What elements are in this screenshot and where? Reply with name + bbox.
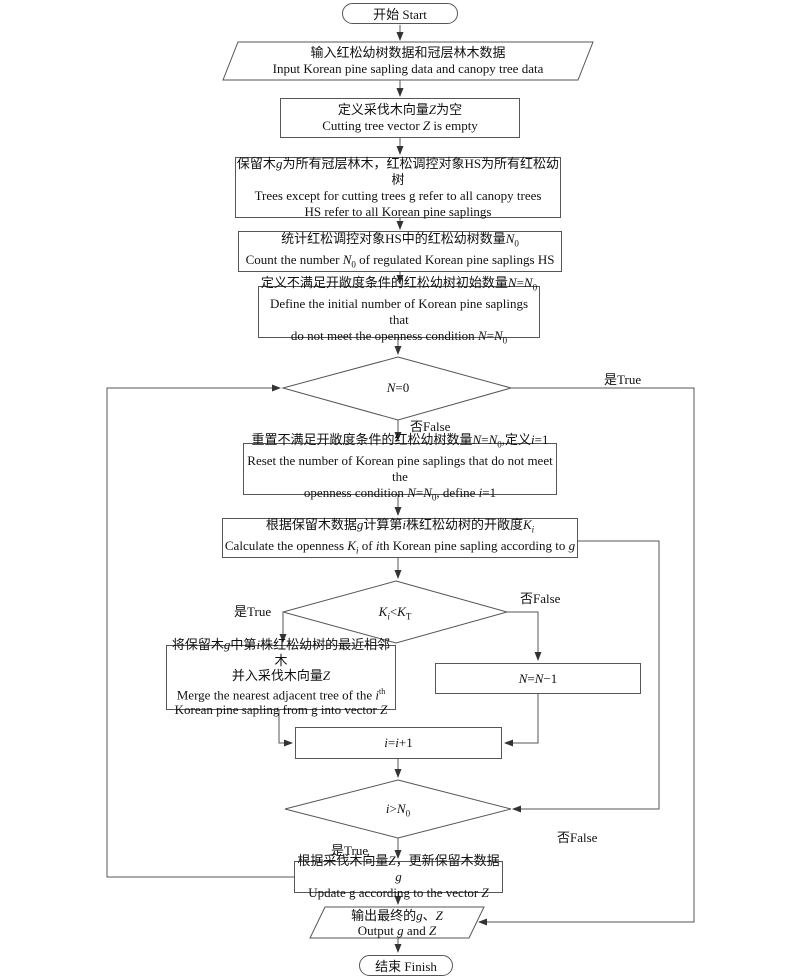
- connector-calc-loop-to-decision3: [512, 540, 660, 813]
- retain-line-en1: Trees except for cutting trees g refer t…: [254, 187, 542, 203]
- decrement-n-label: N=N−1: [518, 670, 558, 686]
- calc-line-en: Calculate the openness Ki of ith Korean …: [224, 538, 576, 556]
- finish-terminator: 结束 Finish: [359, 955, 453, 976]
- define-n-line-en1: Define the initial number of Korean pine…: [269, 296, 529, 327]
- connector-update-loop-to-decision1: [106, 384, 294, 878]
- connector-decrement-to-increment: [504, 694, 539, 747]
- count-line-zh: 统计红松调控对象HS中的红松幼树数量N0: [281, 230, 519, 249]
- reset-line-zh: 重置不满足开敞度条件的红松幼树数量N=N0,定义i=1: [251, 432, 549, 450]
- process-decrement-n: N=N−1: [435, 663, 641, 694]
- connector-decision2-false-to-decrement: [507, 611, 542, 661]
- connector-decision1-true-to-output: [478, 387, 695, 926]
- merge-line-zh1: 将保留木g中第i株红松幼树的最近相邻木: [171, 637, 391, 668]
- define-n-line-en2: do not meet the openness condition N=N0: [290, 328, 508, 346]
- merge-line-en1: Merge the nearest adjacent tree of the i…: [176, 686, 386, 702]
- io-output-line-zh: 输出最终的g、Z: [351, 908, 443, 923]
- calc-line-zh: 根据保留木数据g计算第i株红松幼树的开敞度Ki: [265, 517, 535, 535]
- decision-ki-label: Ki<KT: [378, 604, 412, 622]
- define-n-line-zh: 定义不满足开敞度条件的红松幼树初始数量N=N0: [260, 275, 538, 293]
- decision-i-n0-shape: [284, 779, 512, 839]
- reset-line-en2: openness condition N=N0, define i=1: [303, 485, 497, 503]
- process-increment-i: i=i+1: [295, 727, 502, 759]
- process-define-z: 定义采伐木向量Z为空 Cutting tree vector Z is empt…: [280, 98, 520, 138]
- io-output-line-en: Output g and Z: [357, 923, 437, 938]
- io-input-line-zh: 输入红松幼树数据和冠层林木数据: [310, 45, 506, 60]
- io-input-text: 输入红松幼树数据和冠层林木数据 Input Korean pine saplin…: [238, 45, 578, 77]
- decision-ki-shape: [281, 580, 509, 644]
- process-define-n: 定义不满足开敞度条件的红松幼树初始数量N=N0 Define the initi…: [258, 275, 540, 346]
- count-line-en: Count the number N0 of regulated Korean …: [245, 251, 555, 270]
- branch-label-n-zero-false: 否False: [410, 419, 451, 434]
- branch-label-ki-false: 否False: [520, 591, 561, 606]
- process-reset-n: 重置不满足开敞度条件的红松幼树数量N=N0,定义i=1 Reset the nu…: [243, 432, 557, 503]
- io-output-text: 输出最终的g、Z Output g and Z: [307, 907, 487, 938]
- connector-merge-to-increment: [278, 710, 293, 747]
- start-terminator: 开始 Start: [342, 3, 458, 24]
- branch-label-n-zero-true: 是True: [604, 372, 642, 387]
- process-retain-trees: 保留木g为所有冠层林木，红松调控对象HS为所有红松幼树 Trees except…: [235, 155, 561, 219]
- update-g-line-en: Update g according to the vector Z: [308, 885, 489, 900]
- reset-line-en1: Reset the number of Korean pine saplings…: [247, 453, 553, 484]
- merge-line-en2: Korean pine sapling from g into vector Z: [174, 702, 388, 718]
- retain-line-en2: HS refer to all Korean pine saplings: [304, 203, 492, 219]
- retain-line-zh: 保留木g为所有冠层林木，红松调控对象HS为所有红松幼树: [236, 155, 560, 187]
- branch-label-ki-true: 是True: [234, 604, 272, 619]
- branch-label-i-true: 是True: [331, 843, 369, 858]
- define-z-line-zh: 定义采伐木向量Z为空: [337, 102, 463, 117]
- decision-i-n0-label: i>N0: [385, 801, 411, 819]
- process-count-saplings: 统计红松调控对象HS中的红松幼树数量N0 Count the number N0…: [238, 231, 562, 272]
- io-input-shape: [222, 41, 594, 81]
- branch-label-i-false: 否False: [557, 830, 598, 845]
- io-output-shape: [309, 906, 485, 939]
- update-g-line-zh: 根据采伐木向量Z，更新保留木数据g: [297, 853, 500, 884]
- decision-n-zero-shape: [281, 356, 513, 421]
- process-merge-tree: 将保留木g中第i株红松幼树的最近相邻木 并入采伐木向量Z Merge the n…: [166, 637, 396, 717]
- process-calc-openness: 根据保留木数据g计算第i株红松幼树的开敞度Ki Calculate the op…: [222, 517, 578, 558]
- define-z-line-en: Cutting tree vector Z is empty: [322, 118, 478, 133]
- merge-line-zh2: 并入采伐木向量Z: [231, 668, 331, 684]
- process-update-g: 根据采伐木向量Z，更新保留木数据g Update g according to …: [294, 853, 503, 900]
- io-input-line-en: Input Korean pine sapling data and canop…: [272, 61, 544, 76]
- decision-n-zero-label: N=0: [386, 380, 410, 395]
- increment-i-label: i=i+1: [384, 735, 413, 750]
